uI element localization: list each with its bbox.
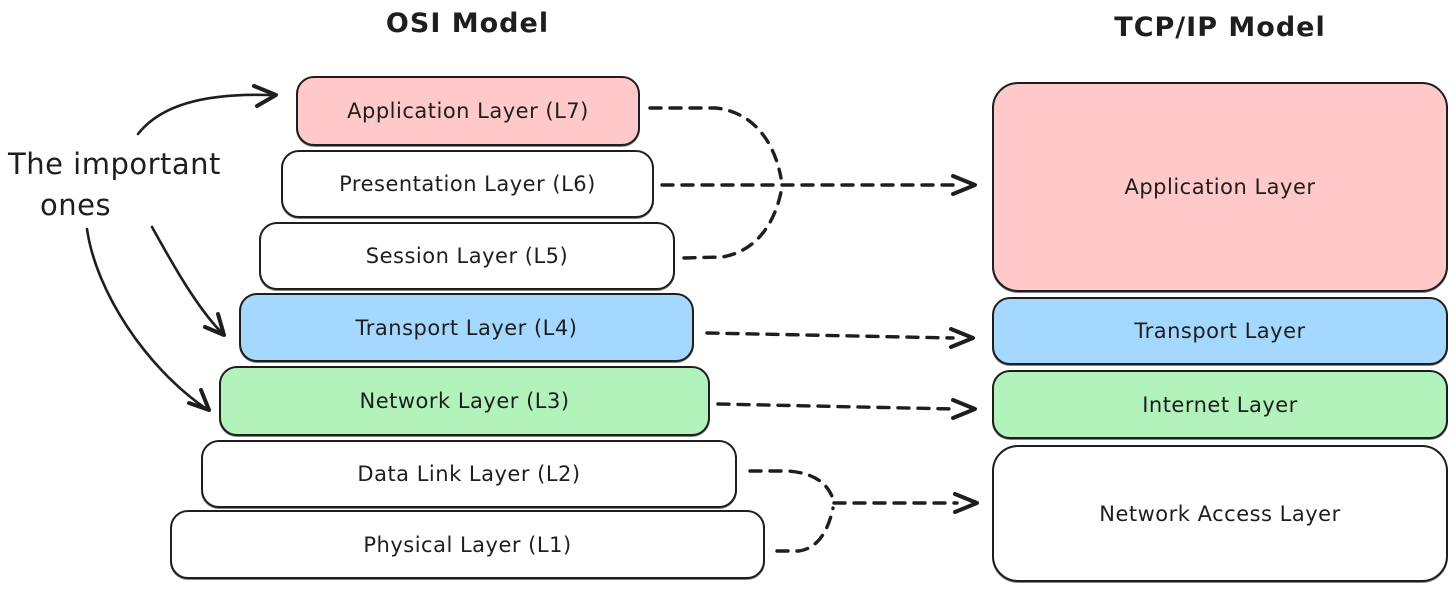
dashed-connector-l5-branch bbox=[682, 190, 783, 260]
dashed-arrow-l4-to-transport bbox=[705, 327, 975, 349]
osi-layer-l1-label: Physical Layer (L1) bbox=[363, 532, 572, 557]
osi-layer-l6-presentation: Presentation Layer (L6) bbox=[281, 150, 654, 218]
tcpip-transport-label: Transport Layer bbox=[1134, 319, 1306, 343]
annotation-arrow-to-l7 bbox=[136, 84, 278, 136]
tcpip-layer-application: Application Layer bbox=[992, 82, 1448, 292]
tcpip-model-title: TCP/IP Model bbox=[1114, 12, 1326, 43]
tcpip-layer-network-access: Network Access Layer bbox=[992, 445, 1448, 582]
osi-layer-l7-label: Application Layer (L7) bbox=[347, 99, 589, 123]
osi-layer-l2-data-link: Data Link Layer (L2) bbox=[201, 440, 737, 508]
annotation-arrow-to-l4 bbox=[150, 225, 226, 337]
tcpip-internet-label: Internet Layer bbox=[1142, 392, 1298, 417]
dashed-connector-l7-branch bbox=[648, 106, 783, 180]
osi-layer-l3-network: Network Layer (L3) bbox=[219, 366, 710, 436]
dashed-arrow-l3-to-internet bbox=[716, 398, 977, 420]
tcpip-layer-internet: Internet Layer bbox=[992, 370, 1448, 439]
osi-layer-l5-label: Session Layer (L5) bbox=[365, 244, 569, 268]
osi-layer-l4-transport: Transport Layer (L4) bbox=[239, 293, 694, 362]
annotation-line-2: ones bbox=[40, 188, 112, 222]
osi-layer-l2-label: Data Link Layer (L2) bbox=[357, 462, 581, 486]
dashed-arrow-to-network-access bbox=[832, 492, 979, 514]
tcpip-network-access-label: Network Access Layer bbox=[1099, 501, 1341, 526]
tcpip-layer-transport: Transport Layer bbox=[992, 297, 1448, 365]
annotation-arrow-to-l3 bbox=[85, 227, 211, 412]
dashed-connector-l2-branch bbox=[748, 469, 835, 501]
dashed-arrow-l6-to-application bbox=[660, 174, 977, 196]
tcpip-application-label: Application Layer bbox=[1124, 175, 1316, 199]
dashed-connector-l1-branch bbox=[775, 506, 835, 553]
important-ones-annotation: The important ones bbox=[8, 144, 221, 226]
osi-layer-l4-label: Transport Layer (L4) bbox=[355, 315, 578, 340]
annotation-line-1: The important bbox=[8, 147, 221, 181]
osi-model-title: OSI Model bbox=[385, 8, 550, 39]
osi-layer-l5-session: Session Layer (L5) bbox=[259, 222, 675, 290]
osi-layer-l3-label: Network Layer (L3) bbox=[359, 389, 570, 413]
osi-layer-l7-application: Application Layer (L7) bbox=[296, 76, 640, 146]
osi-layer-l1-physical: Physical Layer (L1) bbox=[170, 510, 765, 579]
osi-layer-l6-label: Presentation Layer (L6) bbox=[339, 172, 596, 196]
